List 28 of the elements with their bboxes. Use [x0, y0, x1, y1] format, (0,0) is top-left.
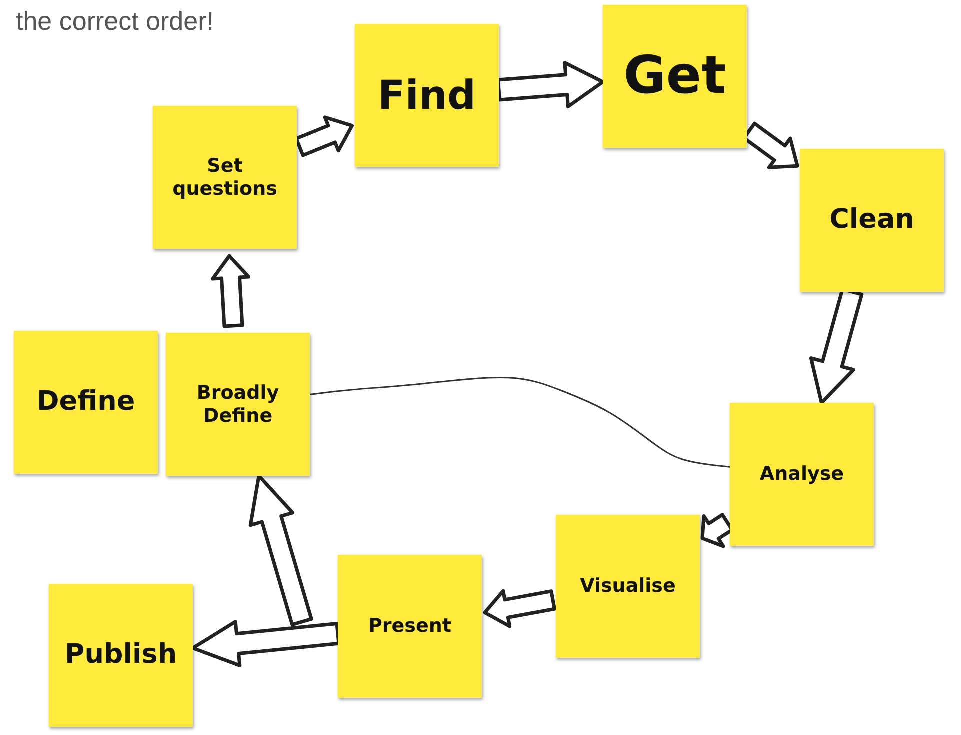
block-arrow — [483, 589, 556, 628]
block-arrow — [294, 116, 354, 158]
sticky-note — [556, 515, 700, 658]
sticky-note — [800, 149, 944, 292]
note-text: Publish — [64, 639, 178, 672]
note-text: Broadly Define — [196, 382, 280, 428]
sticky-note — [338, 555, 482, 698]
sticky-note — [166, 333, 310, 476]
block-arrow — [248, 474, 314, 627]
instruction-text: the correct order! — [16, 6, 214, 37]
note-text: Set questions — [172, 154, 278, 200]
note-text: Define — [36, 386, 136, 419]
sticky-note — [730, 403, 874, 546]
sticky-note — [49, 584, 193, 727]
block-arrow — [211, 254, 250, 328]
note-text: Visualise — [580, 575, 676, 598]
sticky-note — [355, 24, 499, 167]
sticky-note — [603, 5, 747, 148]
block-arrow — [496, 61, 605, 108]
sticky-note — [153, 106, 297, 249]
block-arrow — [191, 620, 341, 668]
note-text: Get — [624, 45, 726, 108]
sticky-note — [14, 331, 158, 474]
note-text: Find — [378, 72, 476, 120]
note-text: Clean — [830, 204, 914, 237]
note-text: Present — [368, 615, 452, 638]
note-text: Analyse — [760, 463, 844, 486]
hand-drawn-line — [310, 376, 730, 468]
